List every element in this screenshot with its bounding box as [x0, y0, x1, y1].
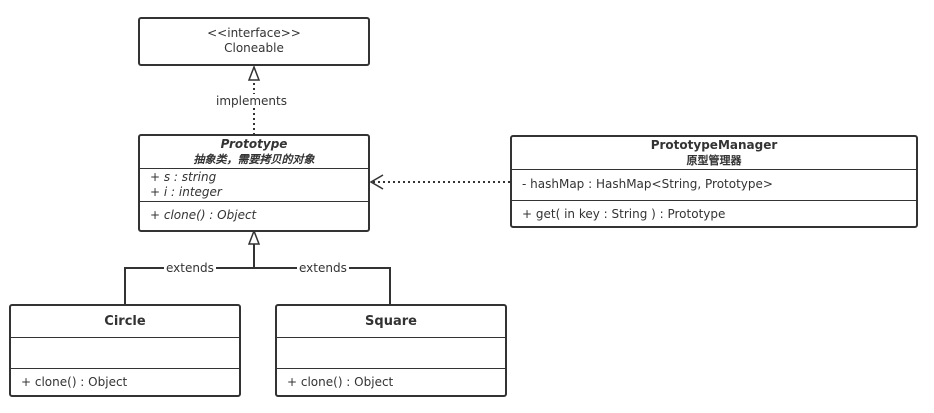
extends-arrowhead	[247, 228, 261, 245]
square-attributes	[277, 337, 505, 368]
circle-class-box[interactable]: Circle + clone() : Object	[9, 304, 241, 397]
prototype-class-box[interactable]: Prototype 抽象类，需要拷贝的对象 + s : string + i :…	[138, 134, 370, 232]
circle-attributes	[11, 337, 239, 368]
prototype-attribute: + s : string	[150, 170, 217, 184]
dependency-arrowhead	[369, 174, 384, 190]
extends-label-right: extends	[297, 261, 349, 275]
square-class-box[interactable]: Square + clone() : Object	[275, 304, 507, 397]
cloneable-interface-box[interactable]: <<interface>> Cloneable	[138, 17, 370, 66]
prototype-subtitle: 抽象类，需要拷贝的对象	[193, 153, 315, 166]
prototype-attribute: + i : integer	[150, 185, 222, 199]
manager-name: PrototypeManager	[650, 138, 778, 152]
circle-methods: + clone() : Object	[11, 368, 239, 391]
square-method: + clone() : Object	[287, 375, 394, 389]
manager-method: + get( in key : String ) : Prototype	[522, 207, 726, 221]
prototype-manager-box[interactable]: PrototypeManager 原型管理器 - hashMap : HashM…	[510, 135, 918, 228]
prototype-name: Prototype	[220, 137, 288, 151]
manager-subtitle: 原型管理器	[686, 154, 742, 167]
circle-method: + clone() : Object	[21, 375, 128, 389]
square-name: Square	[365, 314, 417, 329]
prototype-methods: + clone() : Object	[140, 201, 368, 224]
implements-arrowhead	[247, 64, 261, 81]
circle-name: Circle	[104, 314, 146, 329]
square-methods: + clone() : Object	[277, 368, 505, 391]
prototype-attributes: + s : string + i : integer	[140, 168, 368, 201]
manager-attribute: - hashMap : HashMap<String, Prototype>	[522, 177, 773, 191]
prototype-method: + clone() : Object	[150, 208, 257, 222]
interface-stereotype: <<interface>>	[207, 26, 301, 40]
manager-attributes: - hashMap : HashMap<String, Prototype>	[512, 169, 916, 200]
manager-methods: + get( in key : String ) : Prototype	[512, 200, 916, 223]
interface-name: Cloneable	[224, 41, 284, 55]
implements-label: implements	[214, 94, 289, 108]
extends-label-left: extends	[164, 261, 216, 275]
